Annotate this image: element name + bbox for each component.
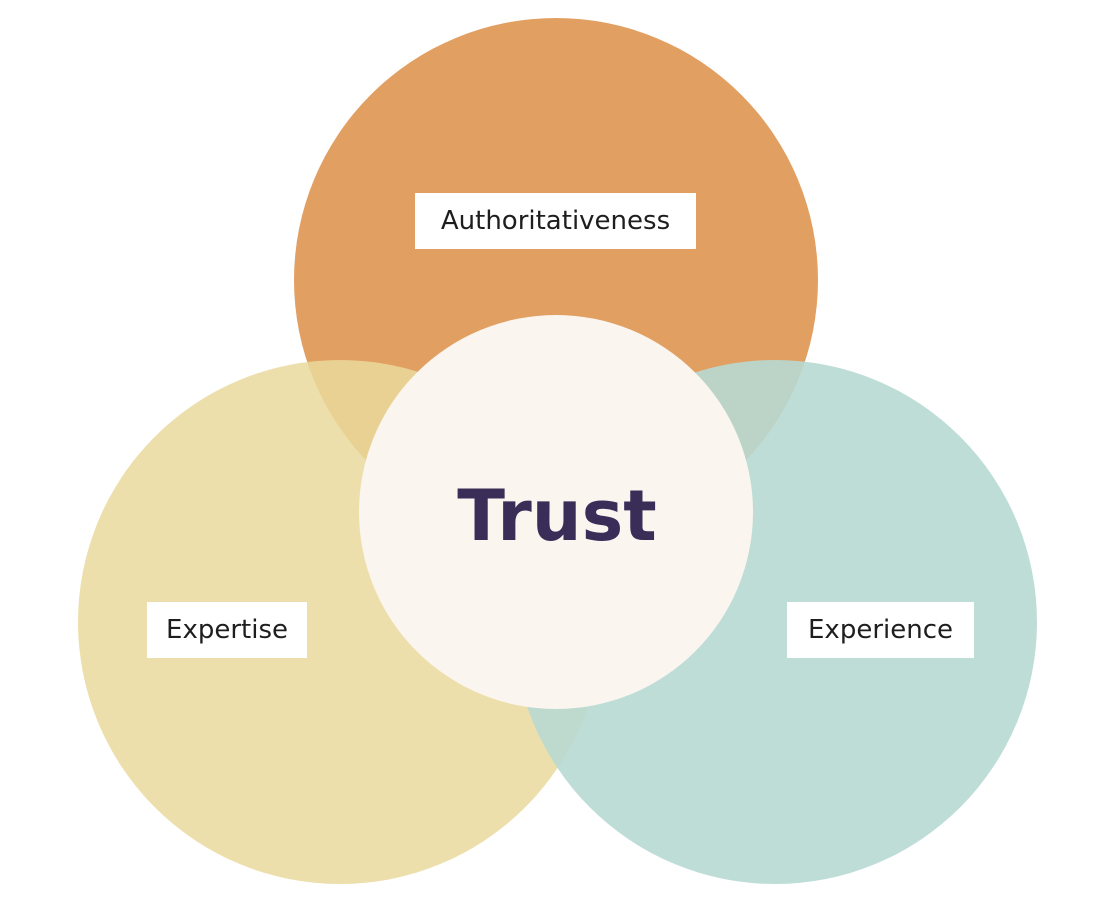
- trust-center-circle: [359, 315, 753, 709]
- experience-label: Experience: [787, 602, 974, 658]
- authoritativeness-label: Authoritativeness: [415, 193, 696, 249]
- expertise-label: Expertise: [147, 602, 307, 658]
- trust-label: Trust: [457, 475, 657, 557]
